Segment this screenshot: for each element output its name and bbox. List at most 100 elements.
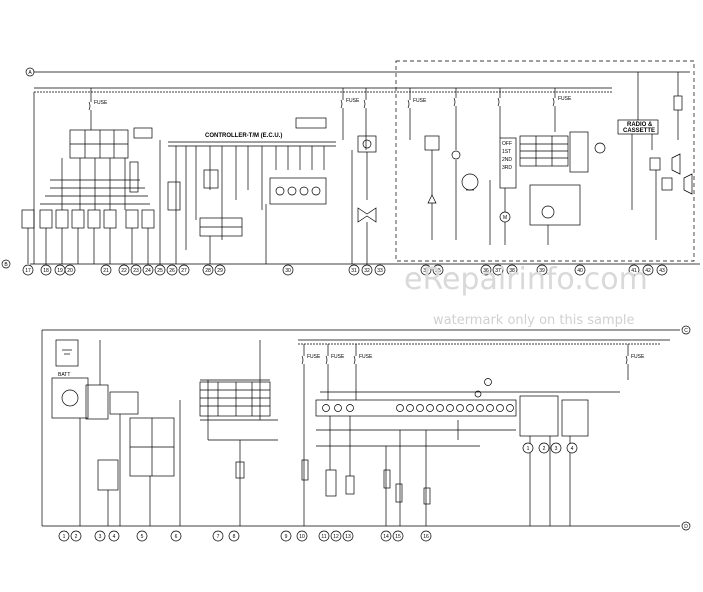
bottom-ref-label-2: 2 [75,534,78,540]
bottom-ref-circle-9 [280,530,292,542]
top-ref-label-19: 19 [57,268,63,274]
top-ref-label-27: 27 [181,268,187,274]
top-ref-circle-39 [536,264,548,276]
bottom-ref-label-9: 9 [285,534,288,540]
top-ref-label-41: 41 [631,268,637,274]
bottom-ref-circle-1 [58,530,70,542]
top-ref-label-24: 24 [145,268,151,274]
bottom-ref-circle-11 [318,530,330,542]
top-ref-label-32: 32 [364,268,370,274]
fuse-label-top-d: FUSE [558,96,572,102]
top-ref-circle-18 [40,264,52,276]
watermark-note: watermark only on this sample [433,313,635,328]
top-ref-circle-17 [22,264,34,276]
fuse-label-bot-c: FUSE [359,354,373,360]
switch-off-label: OFF [502,141,512,147]
controller-label: CONTROLLER-T/M (E.C.U.) [205,133,282,139]
bottom-ref-circle-2 [70,530,82,542]
top-ref-circle-26 [166,264,178,276]
bus-marker-d [681,521,691,531]
bottom-ref-label-13: 13 [345,534,351,540]
bottom-ref-circle-4 [108,530,120,542]
bottom-ref-circle-7 [212,530,224,542]
fuse-label-bot-b: FUSE [331,354,345,360]
bottom-ref-circle-16 [420,530,432,542]
fuse-label-bot-a: FUSE [307,354,321,360]
radio-label: RADIO & [627,122,653,128]
bottom-right-ref-circle-4 [566,442,578,454]
top-ref-circle-37 [492,264,504,276]
top-ref-circle-22 [118,264,130,276]
bottom-ref-label-7: 7 [217,534,220,540]
top-ref-circle-25 [154,264,166,276]
top-ref-circle-42 [642,264,654,276]
top-ref-circle-23 [130,264,142,276]
top-ref-label-30: 30 [285,268,291,274]
top-ref-label-23: 23 [133,268,139,274]
bottom-ref-label-6: 6 [175,534,178,540]
top-ref-circle-29 [214,264,226,276]
top-ref-label-21: 21 [103,268,109,274]
switch-2nd-label: 2ND [502,157,512,163]
bus-marker-d-label: D [684,524,688,530]
top-ref-label-38: 38 [509,268,515,274]
fuse-label-bot-d: FUSE [631,354,645,360]
top-ref-label-33: 33 [377,268,383,274]
top-ref-circle-32 [361,264,373,276]
top-ref-label-36: 36 [483,268,489,274]
top-ref-label-35: 35 [435,268,441,274]
switch-3rd-label: 3RD [502,165,512,171]
top-ref-circle-43 [656,264,668,276]
bottom-ref-circle-3 [94,530,106,542]
bus-marker-a [25,67,35,77]
bus-marker-c [681,325,691,335]
cassette-label: CASSETTE [623,128,655,134]
watermark-site: eRepairinfo.com [404,262,648,297]
top-ref-label-29: 29 [217,268,223,274]
bottom-right-ref-label-4: 4 [571,446,574,452]
bus-marker-c-label: C [684,328,688,334]
top-ref-label-37: 37 [495,268,501,274]
bottom-ref-circle-5 [136,530,148,542]
bottom-ref-circle-15 [392,530,404,542]
top-ref-label-39: 39 [539,268,545,274]
bottom-ref-label-16: 16 [423,534,429,540]
top-ref-circle-33 [374,264,386,276]
bottom-right-ref-circle-1 [522,442,534,454]
bus-marker-a-label: A [28,70,32,76]
bottom-ref-label-11: 11 [321,534,326,540]
top-ref-circle-36 [480,264,492,276]
bottom-ref-label-14: 14 [383,534,389,540]
bottom-ref-circle-8 [228,530,240,542]
bus-marker-b [1,259,11,269]
motor-label: M [503,215,507,221]
top-ref-circle-41 [628,264,640,276]
bottom-ref-label-4: 4 [113,534,116,540]
fuse-label-top-b: FUSE [346,98,360,104]
top-ref-label-17: 17 [25,268,31,274]
battery-label: BATT [58,372,70,378]
bottom-ref-label-10: 10 [299,534,305,540]
top-ref-label-22: 22 [121,268,127,274]
top-ref-circle-30 [282,264,294,276]
bottom-ref-circle-6 [170,530,182,542]
fuse-label-top-a: FUSE [94,100,108,106]
bottom-ref-label-15: 15 [395,534,401,540]
bottom-ref-label-1: 1 [63,534,66,540]
top-ref-label-43: 43 [659,268,665,274]
top-ref-circle-27 [178,264,190,276]
top-ref-circle-34 [420,264,432,276]
bus-marker-b-label: B [4,262,8,268]
top-ref-label-34: 34 [423,268,429,274]
bottom-right-ref-label-2: 2 [543,446,546,452]
bottom-ref-circle-14 [380,530,392,542]
bottom-ref-label-5: 5 [141,534,144,540]
top-ref-circle-28 [202,264,214,276]
top-ref-circle-35 [432,264,444,276]
top-ref-circle-24 [142,264,154,276]
bottom-right-ref-label-3: 3 [555,446,558,452]
top-ref-label-31: 31 [351,268,357,274]
